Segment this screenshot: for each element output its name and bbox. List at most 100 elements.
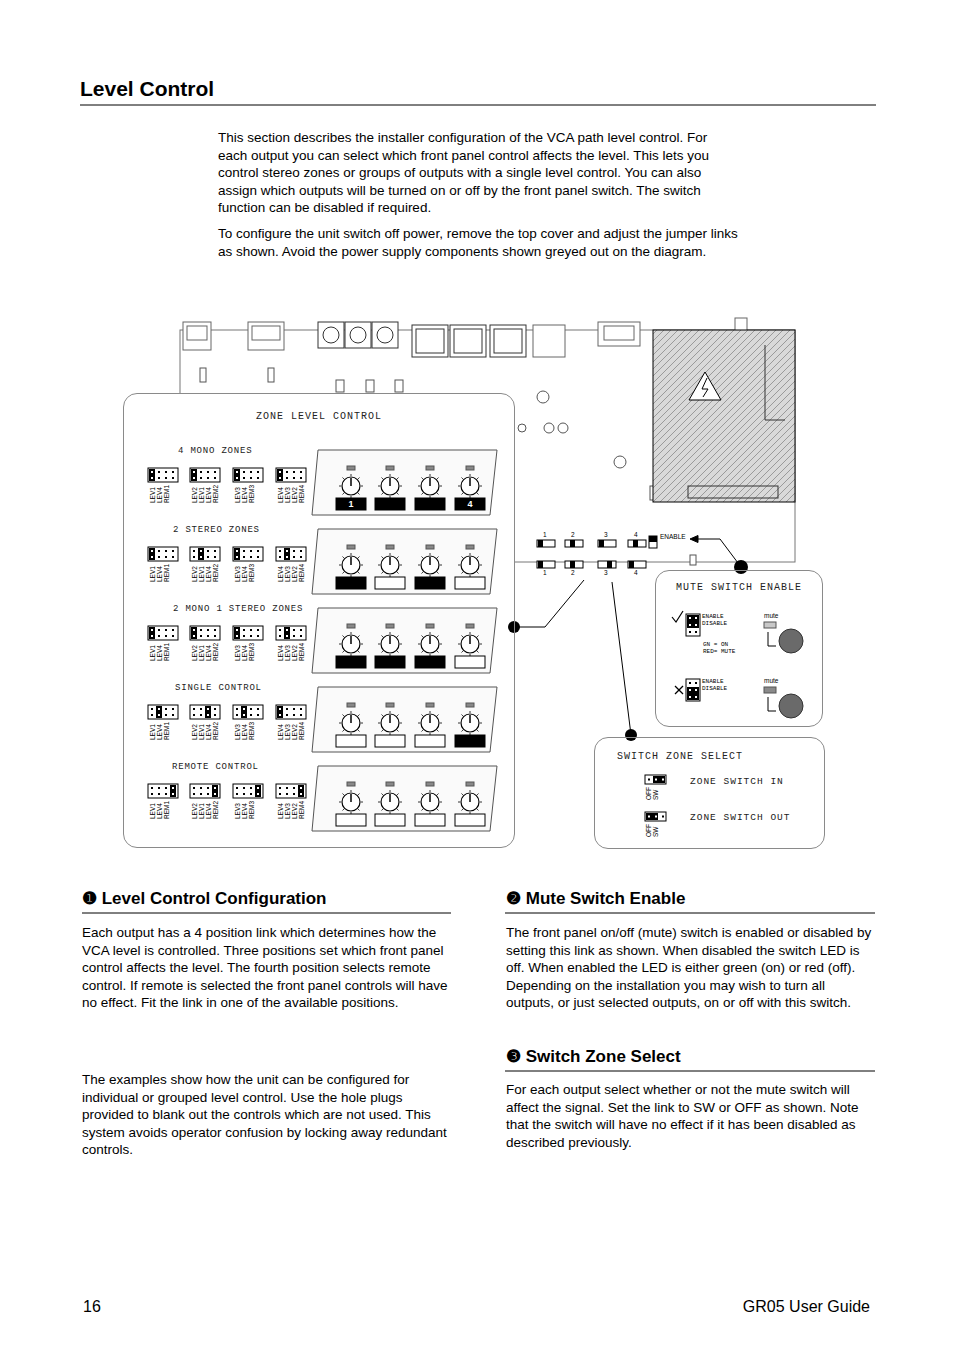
knob-pointer: [469, 557, 471, 565]
knob-tick: [437, 651, 438, 652]
jumper-pin: [158, 629, 160, 631]
jumper-pin: [243, 635, 245, 637]
jumper-header: [645, 775, 666, 784]
knob: [421, 793, 439, 811]
arrow-head: [690, 536, 698, 543]
knob: [461, 556, 479, 574]
knob-plate: [455, 498, 485, 510]
jumper-link: [298, 785, 304, 797]
knob-tick: [378, 486, 380, 487]
power-supply-area: [653, 330, 795, 502]
knob-tick: [378, 644, 380, 645]
knob-tick: [437, 794, 438, 795]
knob-pointer: [429, 636, 431, 644]
knob-tick: [358, 651, 359, 652]
pin-label: LEV4 LEV3 LEV2 REM4: [277, 564, 305, 582]
cross-mark: [675, 686, 683, 694]
jumper-pin: [286, 793, 288, 795]
knob-tick: [437, 478, 438, 479]
knob-tick: [343, 478, 344, 479]
jumper-pin: [151, 556, 153, 558]
knob-tick: [477, 557, 478, 558]
jumper-pin: [243, 714, 245, 716]
knob-tick: [422, 651, 423, 652]
jumper-link: [687, 615, 699, 628]
pin-label: LEV3 LEV4 REM3: [234, 485, 255, 503]
knob-tick: [358, 478, 359, 479]
board-number: 1: [543, 569, 547, 576]
enable-link: [649, 536, 657, 542]
board-jumper: [537, 540, 555, 547]
knob-tick: [351, 553, 352, 555]
board-jumper: [598, 561, 616, 568]
jumper-pin: [695, 696, 697, 698]
header: [268, 368, 274, 382]
jumper-pin: [695, 689, 697, 691]
jumper-pin: [158, 471, 160, 473]
knob-tick: [390, 790, 391, 792]
led: [347, 466, 355, 470]
knob: [461, 793, 479, 811]
jumper-pin: [214, 477, 216, 479]
knob-tick: [480, 802, 482, 803]
jumper-pin: [279, 714, 281, 716]
knob-tick: [477, 794, 478, 795]
knob-pointer: [389, 715, 391, 723]
jumper-pin: [200, 477, 202, 479]
knob-tick: [418, 723, 420, 724]
jumper-link: [234, 548, 240, 560]
knob-tick: [437, 493, 438, 494]
led-wire: [768, 697, 776, 711]
jumper-pin: [151, 708, 153, 710]
pin-label: LEV4 LEV3 LEV2 REM4: [277, 801, 305, 819]
knob-tick: [382, 572, 383, 573]
jumper-pin: [151, 714, 153, 716]
jumper-pin: [165, 714, 167, 716]
jumper-pin: [279, 477, 281, 479]
knob-tick: [440, 565, 442, 566]
check-mark: [672, 611, 683, 622]
led: [426, 624, 434, 628]
jumper-pin: [286, 550, 288, 552]
callout-dot: [508, 621, 520, 633]
knob-tick: [339, 486, 341, 487]
jumper-pin: [250, 793, 252, 795]
jumper-pin: [207, 708, 209, 710]
knob-pointer: [389, 636, 391, 644]
knob-pointer: [429, 557, 431, 565]
front-panel-strip: [312, 608, 497, 673]
jumper-pin: [243, 556, 245, 558]
knob-tick: [382, 557, 383, 558]
knob-tick: [339, 644, 341, 645]
jumper-pin: [655, 779, 657, 781]
jumper-link: [234, 627, 240, 639]
knob-plate: [415, 656, 445, 668]
knob-tick: [343, 636, 344, 637]
jumper-pin: [172, 550, 174, 552]
jumper-pin: [200, 556, 202, 558]
pin-label: LEV1 LEV4 REM1: [149, 564, 170, 582]
jumper-pin: [257, 635, 259, 637]
jumper-pin: [243, 471, 245, 473]
jumper-pin: [286, 471, 288, 473]
d-connector: [598, 322, 640, 346]
pin-label: LEV4 LEV3 LEV2 REM4: [277, 643, 305, 661]
knob-tick: [378, 802, 380, 803]
jumper-pin: [214, 471, 216, 473]
knob: [381, 714, 399, 732]
jumper-pin: [689, 689, 691, 691]
knob-tick: [480, 565, 482, 566]
knob-tick: [361, 644, 363, 645]
jumper-link: [646, 813, 658, 820]
pin-label: LEV1 LEV4 REM1: [149, 485, 170, 503]
panel-title: MUTE SWITCH ENABLE: [676, 582, 802, 594]
jumper-label: ENABLE: [660, 533, 686, 540]
knob-tick: [397, 478, 398, 479]
knob-tick: [477, 478, 478, 479]
knob-tick: [422, 794, 423, 795]
knob-tick: [382, 809, 383, 810]
knob-pointer: [389, 557, 391, 565]
jumper-header: [276, 705, 306, 719]
led: [466, 782, 474, 786]
knob-pointer: [350, 715, 352, 723]
